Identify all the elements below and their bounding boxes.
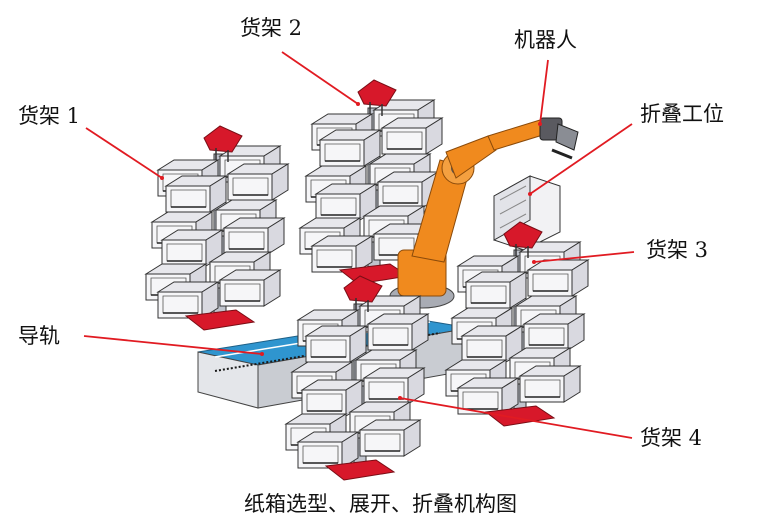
label-guide-rail: 导轨 — [18, 324, 60, 348]
rack-4 — [286, 276, 428, 480]
leader-lines — [83, 51, 635, 439]
label-rack-3: 货架 3 — [646, 238, 709, 262]
label-rack-4: 货架 4 — [640, 426, 703, 450]
rack-3 — [446, 222, 588, 426]
figure-caption: 纸箱选型、展开、折叠机构图 — [244, 492, 517, 516]
label-rack-1: 货架 1 — [18, 104, 81, 128]
label-robot: 机器人 — [514, 28, 577, 52]
leader-tips — [160, 102, 542, 400]
label-rack-2: 货架 2 — [240, 16, 303, 40]
label-folding-station: 折叠工位 — [640, 102, 724, 126]
rack-1 — [146, 126, 288, 330]
robot-arm — [389, 117, 579, 309]
